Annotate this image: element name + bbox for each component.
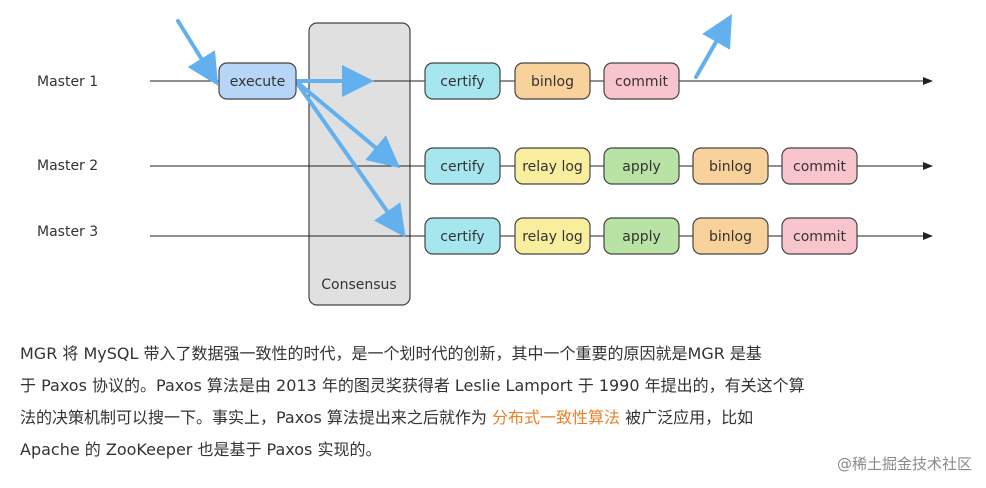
binlog-box [692, 217, 769, 255]
paragraph-text: 法的决策机制可以搜一下。事实上，Paxos 算法提出来之后就作为 [20, 408, 493, 427]
arrow-to-master2 [295, 80, 401, 169]
commit-label: commit [793, 229, 846, 245]
binlog-box [514, 62, 591, 100]
certify-label: certify [440, 159, 484, 175]
paragraph-line: MGR 将 MySQL 带入了数据强一致性的时代，是一个划时代的创新，其中一个重… [20, 344, 762, 363]
master3-label: Master 3 [37, 224, 98, 240]
relay-log-box [514, 147, 591, 185]
binlog-label: binlog [531, 74, 574, 90]
arrow-to-master3 [295, 81, 406, 238]
apply-label: apply [622, 229, 661, 245]
master2-label: Master 2 [37, 158, 98, 174]
apply-label: apply [622, 159, 661, 175]
paragraph-line: Apache 的 ZooKeeper 也是基于 Paxos 实现的。 [20, 440, 382, 459]
master3-stages: certify relay log apply binlog commit [424, 217, 858, 255]
highlight-link[interactable]: 分布式一致性算法 [492, 408, 621, 427]
binlog-box [692, 147, 769, 185]
outgoing-arrow [694, 14, 732, 79]
commit-label: commit [793, 159, 846, 175]
execute-box [218, 62, 297, 100]
binlog-label: binlog [709, 229, 752, 245]
apply-box [603, 147, 680, 185]
master2-stages: certify relay log apply binlog commit [424, 147, 858, 185]
master1-stages: certify binlog commit [424, 62, 680, 100]
incoming-arrow [176, 19, 219, 86]
binlog-label: binlog [709, 159, 752, 175]
certify-box [424, 62, 501, 100]
transaction-arrows [176, 14, 732, 238]
relay-log-label: relay log [522, 229, 583, 245]
commit-box [781, 217, 858, 255]
execute-label: execute [230, 74, 286, 90]
relay-log-label: relay log [522, 159, 583, 175]
commit-box [603, 62, 680, 100]
apply-box [603, 217, 680, 255]
paragraph-line: 于 Paxos 协议的。Paxos 算法是由 2013 年的图灵奖获得者 Les… [20, 376, 805, 395]
certify-box [424, 217, 501, 255]
commit-label: commit [615, 74, 668, 90]
master1-label: Master 1 [37, 74, 98, 90]
certify-box [424, 147, 501, 185]
certify-label: certify [440, 229, 484, 245]
description-paragraph: MGR 将 MySQL 带入了数据强一致性的时代，是一个划时代的创新，其中一个重… [20, 338, 950, 466]
relay-log-box [514, 217, 591, 255]
mgr-flow-diagram: Consensus Master 1 Master 2 Master 3 exe… [37, 14, 933, 306]
paragraph-line: 法的决策机制可以搜一下。事实上，Paxos 算法提出来之后就作为 分布式一致性算… [20, 402, 950, 434]
paragraph-text: 被广泛应用，比如 [620, 408, 754, 427]
commit-box [781, 147, 858, 185]
watermark: @稀土掘金技术社区 [836, 455, 972, 473]
consensus-label: Consensus [321, 277, 396, 293]
certify-label: certify [440, 74, 484, 90]
